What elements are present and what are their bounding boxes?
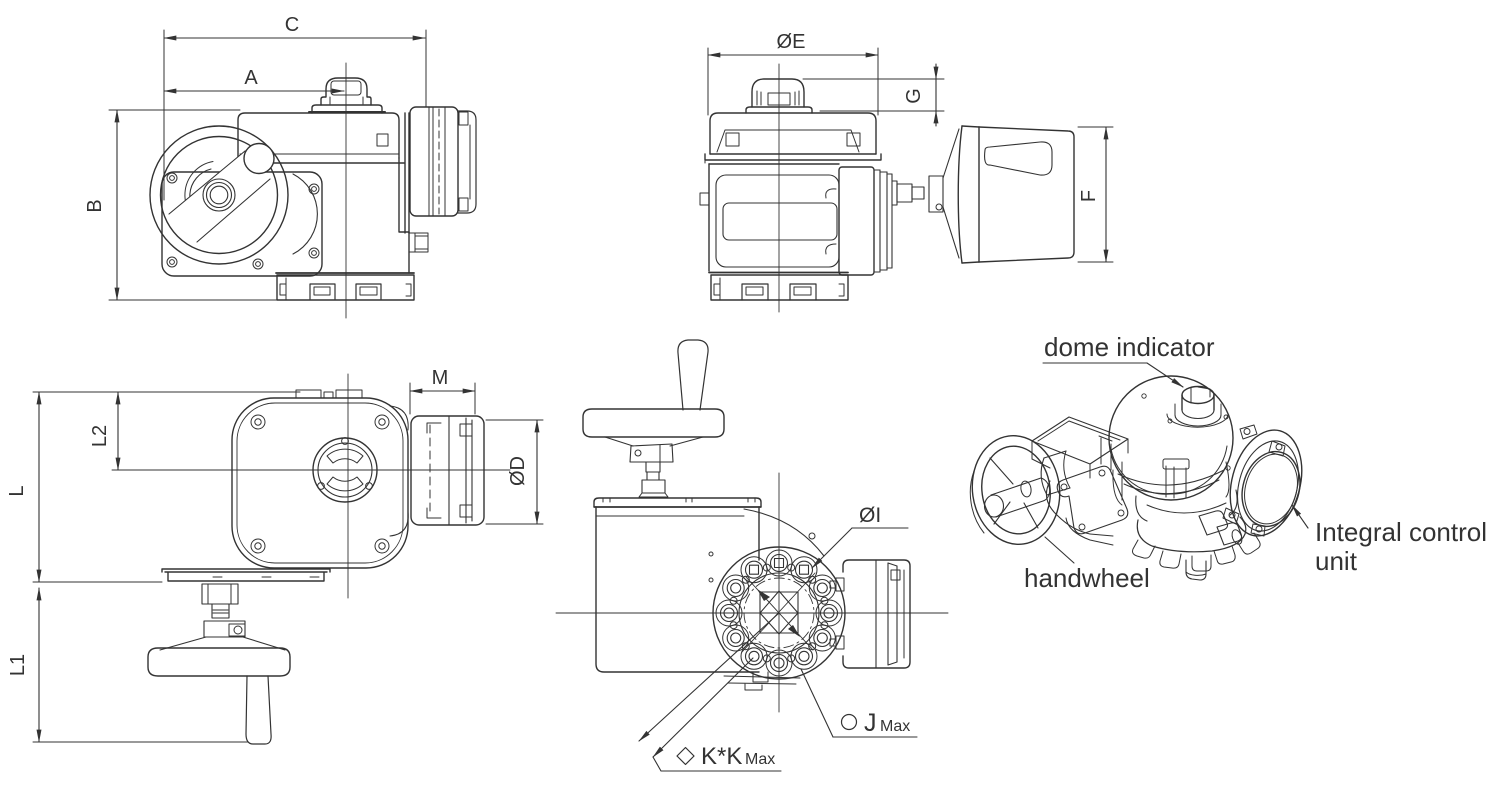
svg-text:dome indicator: dome indicator xyxy=(1044,332,1215,362)
svg-text:A: A xyxy=(244,67,258,89)
svg-text:ØD: ØD xyxy=(507,456,529,486)
svg-text:M: M xyxy=(432,367,449,389)
svg-text:handwheel: handwheel xyxy=(1024,563,1150,593)
svg-text:ØE: ØE xyxy=(777,31,806,53)
svg-text:Max: Max xyxy=(880,718,910,735)
svg-text:K*K: K*K xyxy=(701,743,742,770)
svg-text:L2: L2 xyxy=(89,425,111,447)
svg-text:G: G xyxy=(903,88,925,104)
svg-text:L: L xyxy=(6,485,28,496)
svg-text:Max: Max xyxy=(745,751,775,768)
svg-text:C: C xyxy=(285,14,299,36)
svg-text:F: F xyxy=(1078,190,1100,202)
svg-text:B: B xyxy=(84,199,106,212)
svg-text:Integral control: Integral control xyxy=(1315,517,1487,547)
svg-text:ØI: ØI xyxy=(859,504,881,527)
svg-text:unit: unit xyxy=(1315,546,1358,576)
svg-text:J: J xyxy=(864,709,877,737)
svg-text:L1: L1 xyxy=(7,654,29,676)
